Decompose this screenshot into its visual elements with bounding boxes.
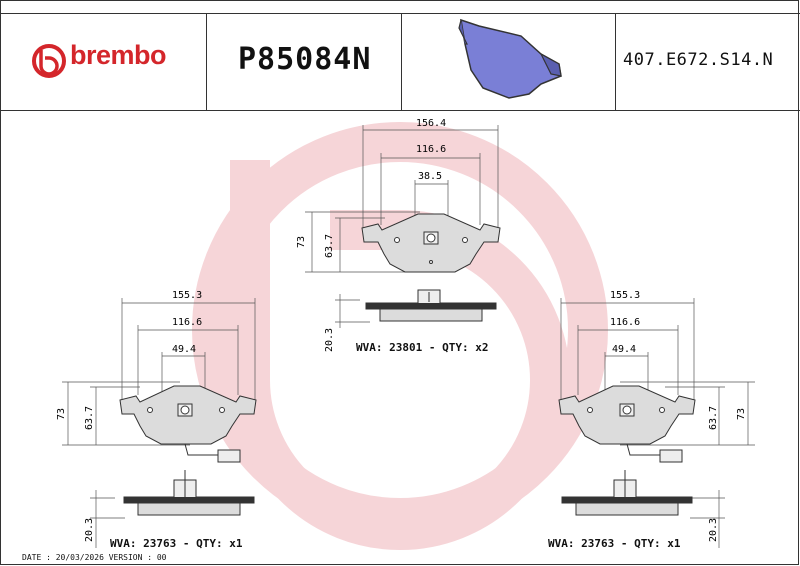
- reference-code: 407.E672.S14.N: [623, 50, 774, 70]
- right-width-center: 49.4: [612, 344, 636, 355]
- footer-info: DATE : 20/03/2026 VERSION : 00: [22, 553, 167, 562]
- title-block: [0, 0, 800, 111]
- center-height-inner: 63.7: [324, 234, 335, 258]
- center-pad-side: [365, 289, 497, 322]
- left-width-center: 49.4: [172, 344, 196, 355]
- center-width-total: 156.4: [416, 118, 446, 129]
- left-thickness: 20.3: [84, 518, 95, 542]
- center-thickness: 20.3: [324, 328, 335, 352]
- center-width-center: 38.5: [418, 171, 442, 182]
- brake-pad-image: [458, 18, 562, 99]
- left-pad-front: [119, 385, 257, 463]
- left-width-inner: 116.6: [172, 317, 202, 328]
- part-number: P85084N: [238, 42, 372, 77]
- right-wva-label: WVA: 23763 - QTY: x1: [548, 537, 681, 550]
- right-height-inner: 63.7: [708, 406, 719, 430]
- center-pad-front: [361, 213, 501, 273]
- reference-cell: [615, 14, 800, 110]
- center-height-outer: 73: [296, 236, 307, 248]
- left-wva-label: WVA: 23763 - QTY: x1: [110, 537, 243, 550]
- left-height-inner: 63.7: [84, 406, 95, 430]
- right-width-inner: 116.6: [610, 317, 640, 328]
- right-pad-side: [561, 470, 693, 516]
- center-wva-label: WVA: 23801 - QTY: x2: [356, 341, 489, 354]
- right-pad-front: [558, 385, 696, 463]
- brand-name: brembo: [70, 40, 167, 70]
- left-pad-side: [123, 470, 255, 516]
- part-number-cell: [206, 14, 401, 110]
- right-thickness: 20.3: [708, 518, 719, 542]
- header-top-line: [0, 13, 800, 14]
- product-image-cell: [401, 14, 615, 110]
- right-width-total: 155.3: [610, 290, 640, 301]
- right-height-outer: 73: [736, 408, 747, 420]
- brembo-logo-icon: [32, 44, 66, 78]
- center-width-inner: 116.6: [416, 144, 446, 155]
- left-width-total: 155.3: [172, 290, 202, 301]
- left-height-outer: 73: [56, 408, 67, 420]
